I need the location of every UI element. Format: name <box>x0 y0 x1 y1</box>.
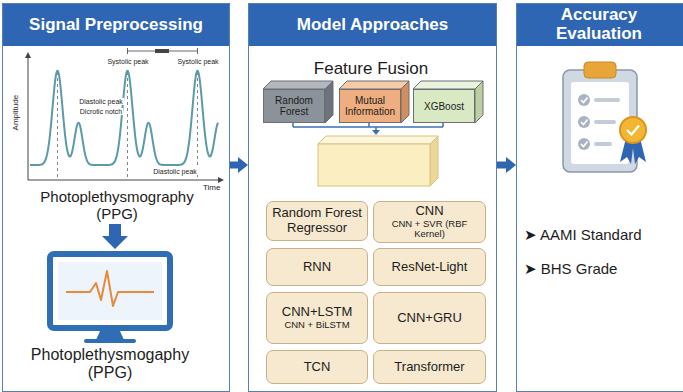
bullet-item: ➤ BHS Grade <box>524 260 682 277</box>
fusion-links <box>293 123 443 135</box>
cube-side <box>325 81 333 123</box>
flow-arrow <box>497 162 508 169</box>
y-axis-head <box>25 52 31 58</box>
cube-side <box>401 81 409 123</box>
guide-line <box>57 72 58 180</box>
waveform-label: Systolic peak <box>174 58 222 66</box>
cube-top <box>263 81 333 89</box>
peak-guides <box>58 72 198 180</box>
caption-text: Photoplethysmography (PPG) <box>37 188 197 223</box>
x-axis-head <box>218 177 224 183</box>
section-label: Feature Fusion <box>296 59 446 79</box>
model-label: TCN <box>304 360 331 375</box>
cube-label: Mutual Information <box>340 95 400 117</box>
y-axis <box>28 54 29 180</box>
ppg-waveform-plot <box>25 48 224 183</box>
model-label: CNN+LSTM <box>282 305 352 320</box>
guide-line <box>197 72 198 180</box>
label-patch: Systolic peak <box>106 58 149 65</box>
down-arrow <box>102 224 128 249</box>
panel-heading: Signal Preprocessing <box>3 4 229 46</box>
model-box: CNNCNN + SVR (RBF Kernel) <box>373 201 486 243</box>
cube-top <box>339 81 409 89</box>
model-label: CNN+GRU <box>397 311 462 326</box>
label-patch: Dicrotic notch <box>79 108 123 115</box>
stage-panel: Accuracy Evaluation <box>516 3 683 392</box>
flow-arrow <box>230 162 240 169</box>
model-box: CNN+GRU <box>373 292 486 344</box>
cube-top <box>413 81 483 89</box>
model-box: RNN <box>266 248 368 286</box>
model-label: CNN + BiLSTM <box>284 320 349 331</box>
feature-cube: Random Forest <box>263 89 325 123</box>
waveform-label: Dicrotic notch <box>76 108 126 116</box>
waveform-label: Diastolic peak <box>76 98 126 106</box>
interval-bracket <box>128 48 198 54</box>
model-box: ResNet-Light <box>373 248 486 286</box>
label-patch: Systolic peak <box>176 58 219 65</box>
caption-text: Photoplethysmogaphy (PPG) <box>21 346 199 383</box>
bullet-item: ➤ AAMI Standard <box>524 226 682 243</box>
waveform-label: Systolic peak <box>104 58 152 66</box>
waveform-label: Diastolic peak <box>150 168 200 176</box>
model-label: CNN + SVR (RBF Kernel) <box>377 219 482 240</box>
axis-label: Time <box>203 183 227 192</box>
panel-heading: Model Approaches <box>249 4 496 46</box>
model-box: Transformer <box>373 350 486 384</box>
model-label: ResNet-Light <box>392 260 468 275</box>
x-axis <box>28 180 222 181</box>
panel-heading: Accuracy Evaluation <box>517 4 683 46</box>
feature-cube: XGBoost <box>413 89 475 123</box>
label-patch: Diastolic peak <box>78 98 124 105</box>
model-box: TCN <box>266 350 368 384</box>
model-label: CNN <box>415 204 443 219</box>
model-label: Transformer <box>394 360 464 375</box>
model-box: Random Forest Regressor <box>266 201 368 241</box>
clipboard-icon <box>563 62 646 172</box>
label-patch: Diastolic peak <box>152 168 198 175</box>
fused-feature-block <box>318 136 438 186</box>
model-label: Random Forest Regressor <box>270 206 364 235</box>
cube-side <box>475 81 483 123</box>
ppg-wave <box>30 71 218 165</box>
monitor-icon <box>50 254 170 343</box>
axis-label: Amplitude <box>11 83 20 143</box>
feature-cube: Mutual Information <box>339 89 401 123</box>
cube-label: Random Forest <box>264 95 324 117</box>
cube-label: XGBoost <box>422 101 466 112</box>
model-box: CNN+LSTMCNN + BiLSTM <box>266 292 368 344</box>
model-label: RNN <box>303 260 331 275</box>
guide-line <box>127 72 128 180</box>
